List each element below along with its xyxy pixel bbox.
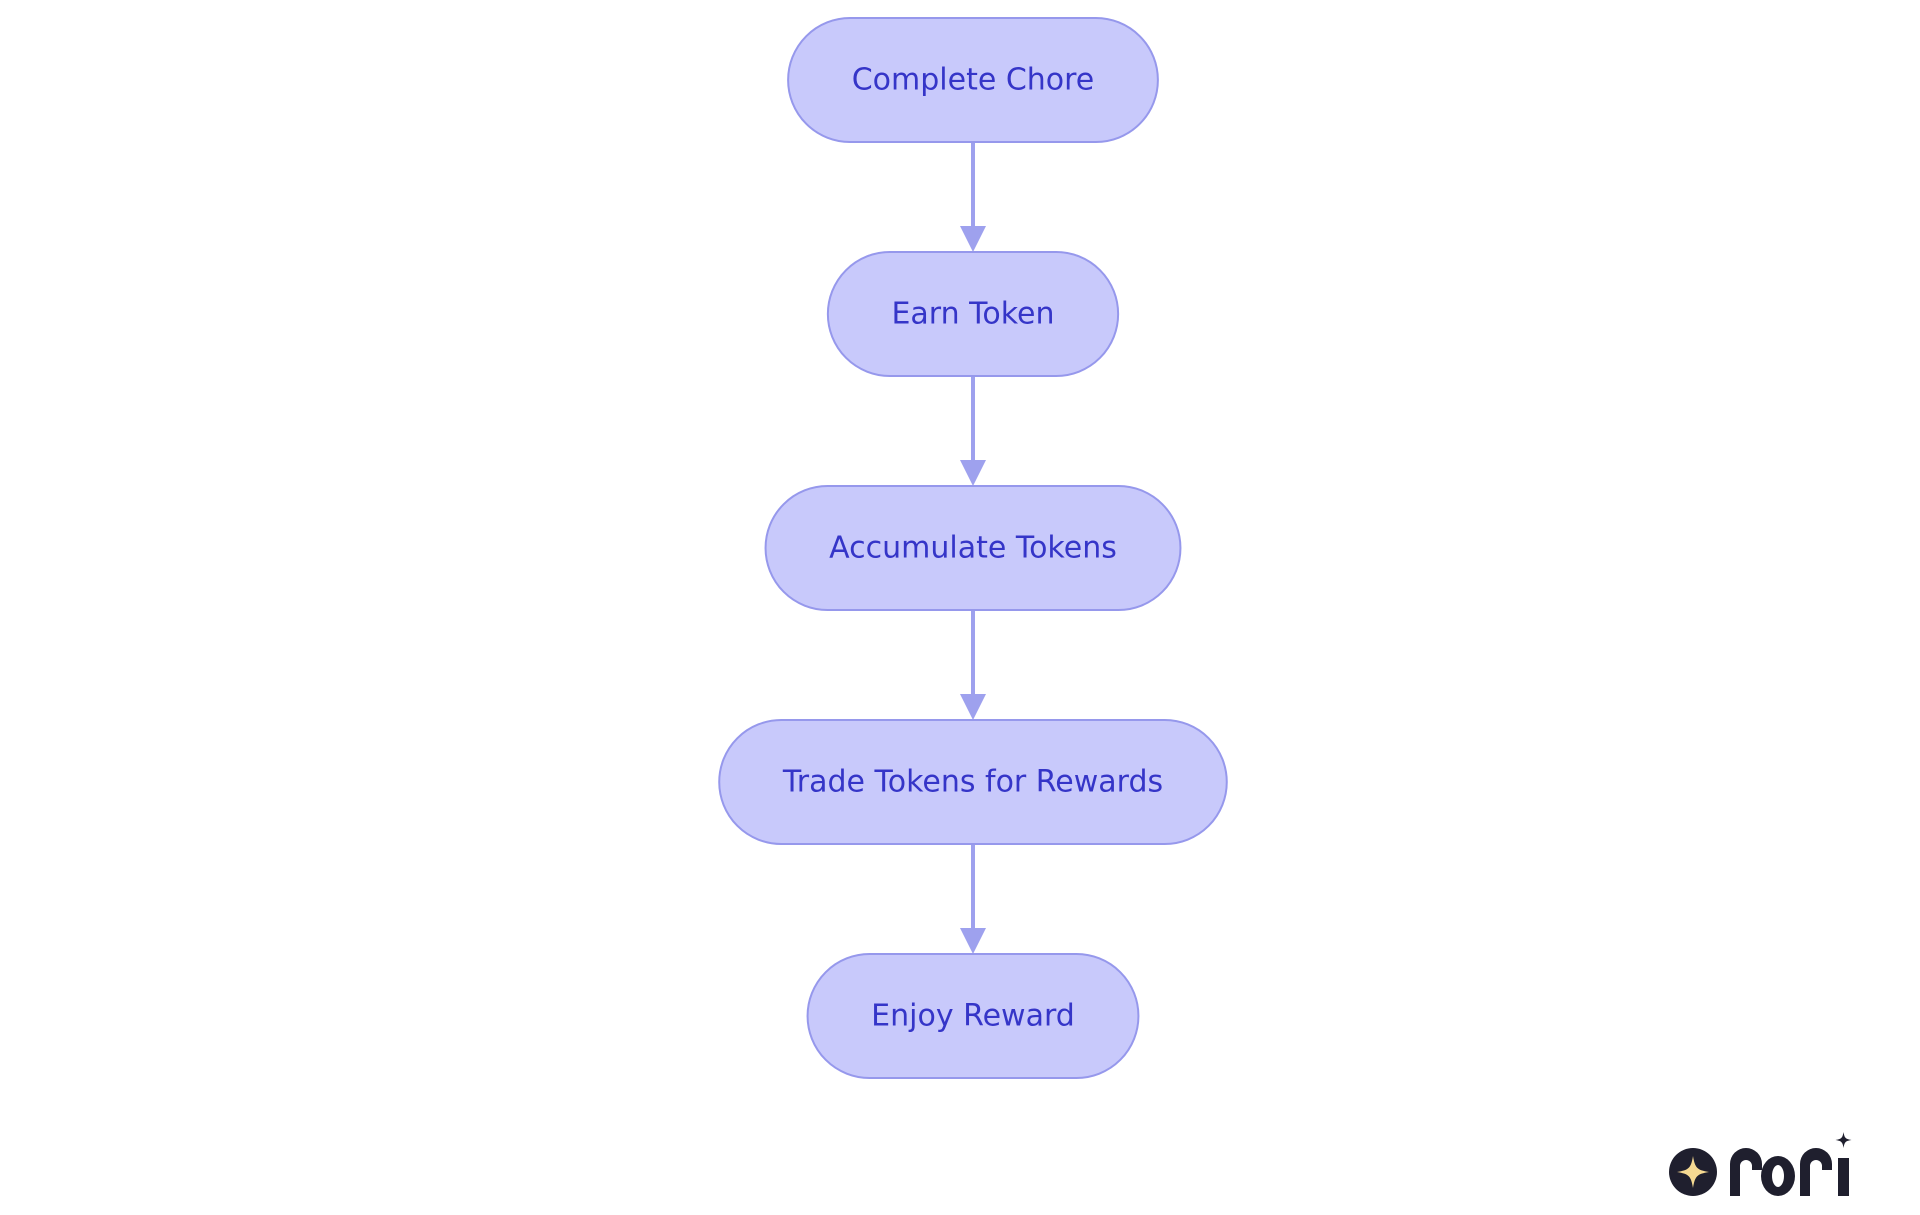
logo-letter-i — [1838, 1158, 1849, 1196]
flow-node: Complete Chore — [787, 17, 1159, 143]
flow-node: Accumulate Tokens — [764, 485, 1182, 611]
rori-logo — [1668, 1130, 1868, 1200]
flow-node-label: Accumulate Tokens — [829, 531, 1117, 566]
flow-node-shape — [718, 719, 1228, 845]
flow-edge-arrowhead — [960, 460, 986, 486]
flow-node-shape — [826, 251, 1120, 377]
flow-node-shape — [787, 17, 1159, 143]
edges-layer — [960, 142, 986, 954]
flow-node-shape — [764, 485, 1182, 611]
logo-letter-r1 — [1730, 1148, 1762, 1196]
flow-node: Trade Tokens for Rewards — [718, 719, 1228, 845]
logo-sparkle-icon — [1835, 1132, 1852, 1148]
logo-star-icon — [1677, 1156, 1709, 1188]
flow-node: Earn Token — [826, 251, 1120, 377]
flow-node-label: Complete Chore — [852, 63, 1095, 98]
flow-edge-arrowhead — [960, 928, 986, 954]
rori-logo-mark — [1669, 1132, 1852, 1196]
flow-node-label: Earn Token — [891, 297, 1054, 332]
flow-node-label: Enjoy Reward — [871, 999, 1075, 1034]
flow-node: Enjoy Reward — [806, 953, 1140, 1079]
flow-edge-arrowhead — [960, 694, 986, 720]
flow-edge-arrowhead — [960, 226, 986, 252]
flow-node-label: Trade Tokens for Rewards — [782, 765, 1163, 800]
flow-node-shape — [806, 953, 1140, 1079]
logo-letter-r2 — [1800, 1148, 1832, 1196]
